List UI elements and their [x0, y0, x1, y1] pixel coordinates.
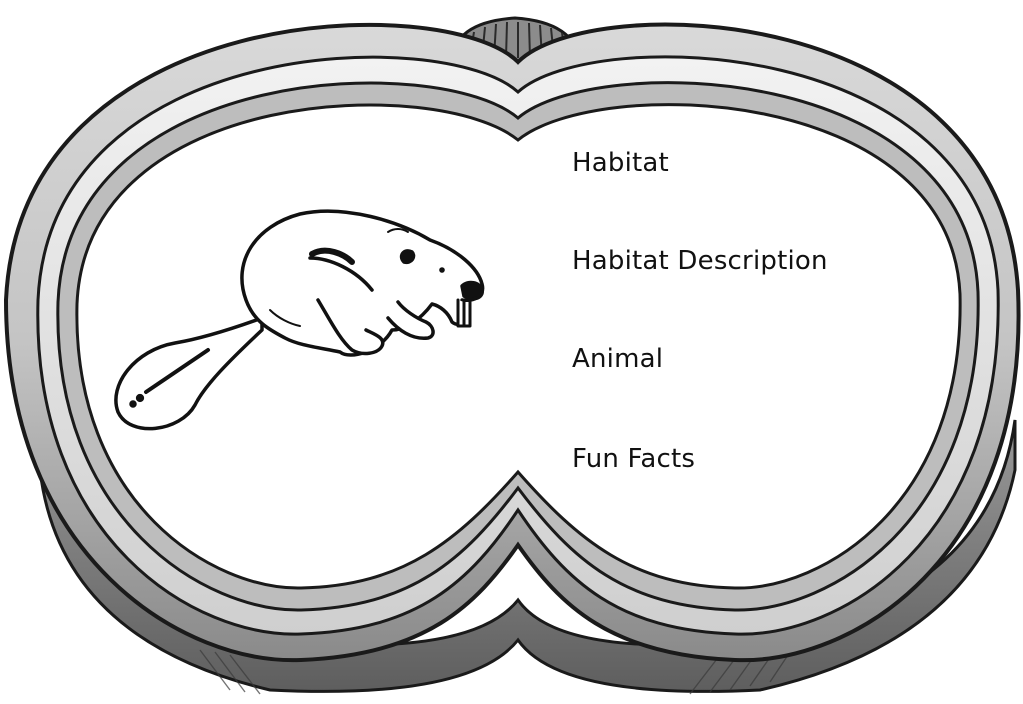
habitat-description-label: Habitat Description	[572, 246, 828, 276]
habitat-label: Habitat	[572, 148, 669, 178]
fun-facts-label: Fun Facts	[572, 444, 695, 474]
animal-label: Animal	[572, 344, 663, 374]
